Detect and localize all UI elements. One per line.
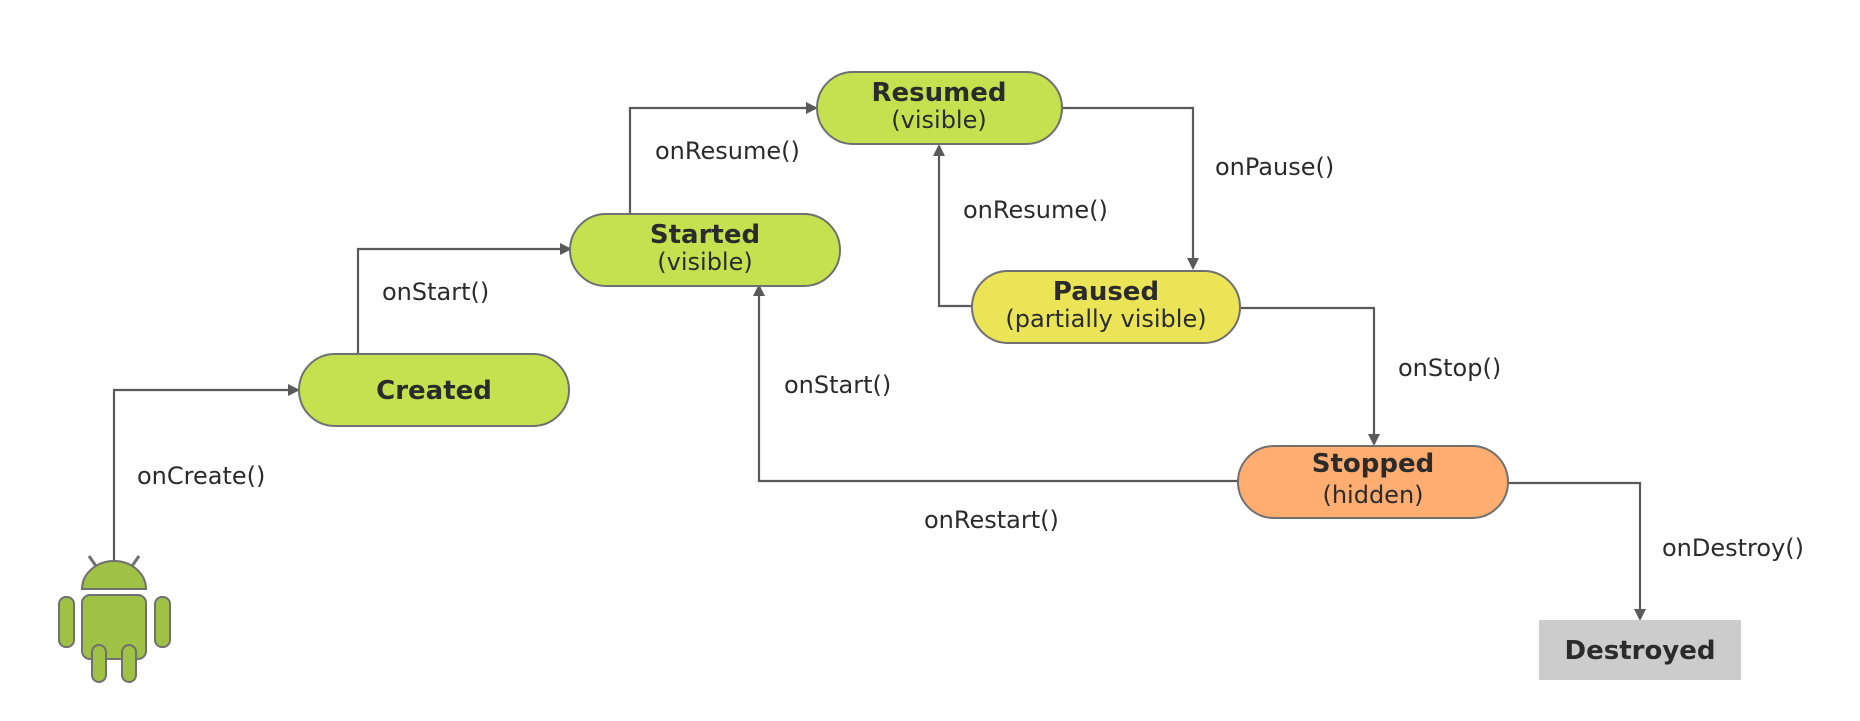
state-paused-title: Paused — [1053, 277, 1159, 307]
on-create-connector — [112, 384, 300, 560]
label-on-resume-back: onResume() — [963, 196, 1108, 224]
label-on-stop: onStop() — [1398, 354, 1501, 382]
state-created-shape — [298, 353, 570, 427]
state-created: Created — [298, 353, 570, 427]
label-on-restart-start: onStart() — [784, 371, 891, 399]
label-on-restart: onRestart() — [924, 506, 1059, 534]
state-destroyed: Destroyed — [1539, 620, 1741, 680]
android-body — [81, 594, 147, 660]
state-resumed: Resumed (visible) — [816, 71, 1063, 145]
state-resumed-subtitle: (visible) — [891, 106, 986, 134]
transition-labels: onCreate() onStart() onResume() onPause(… — [137, 137, 1804, 562]
label-on-resume: onResume() — [655, 137, 800, 165]
label-on-destroy: onDestroy() — [1662, 534, 1804, 562]
state-paused-shape — [971, 270, 1241, 344]
on-resume-back-connector — [933, 144, 972, 308]
state-resumed-shape — [816, 71, 1063, 145]
state-started-subtitle: (visible) — [657, 248, 752, 276]
on-destroy-connector — [1508, 481, 1646, 621]
state-destroyed-shape — [1539, 620, 1741, 680]
android-leg-left — [91, 644, 107, 683]
state-started-title: Started — [650, 220, 760, 250]
state-started: Started (visible) — [569, 213, 841, 287]
connectors — [112, 102, 1646, 621]
android-leg-right — [121, 644, 137, 683]
state-created-title: Created — [376, 376, 492, 406]
state-destroyed-title: Destroyed — [1565, 636, 1716, 666]
state-stopped-title: Stopped — [1312, 449, 1434, 479]
label-on-pause: onPause() — [1215, 153, 1334, 181]
state-resumed-title: Resumed — [872, 78, 1007, 108]
on-pause-connector — [1062, 106, 1199, 270]
on-resume-connector — [628, 102, 818, 214]
state-paused-subtitle: (partially visible) — [1005, 305, 1206, 333]
state-started-shape — [569, 213, 841, 287]
android-head — [80, 560, 148, 590]
state-stopped-subtitle: (hidden) — [1322, 481, 1423, 509]
label-on-start: onStart() — [382, 278, 489, 306]
android-robot-icon — [58, 555, 171, 683]
android-arm-right — [154, 596, 171, 648]
on-restart-connector — [753, 284, 1238, 483]
state-stopped-shape — [1237, 445, 1509, 519]
android-arm-left — [58, 596, 75, 648]
on-stop-connector — [1240, 306, 1380, 446]
state-stopped: Stopped (hidden) — [1237, 445, 1509, 519]
on-start-connector — [356, 243, 572, 354]
state-paused: Paused (partially visible) — [971, 270, 1241, 344]
label-on-create: onCreate() — [137, 462, 265, 490]
